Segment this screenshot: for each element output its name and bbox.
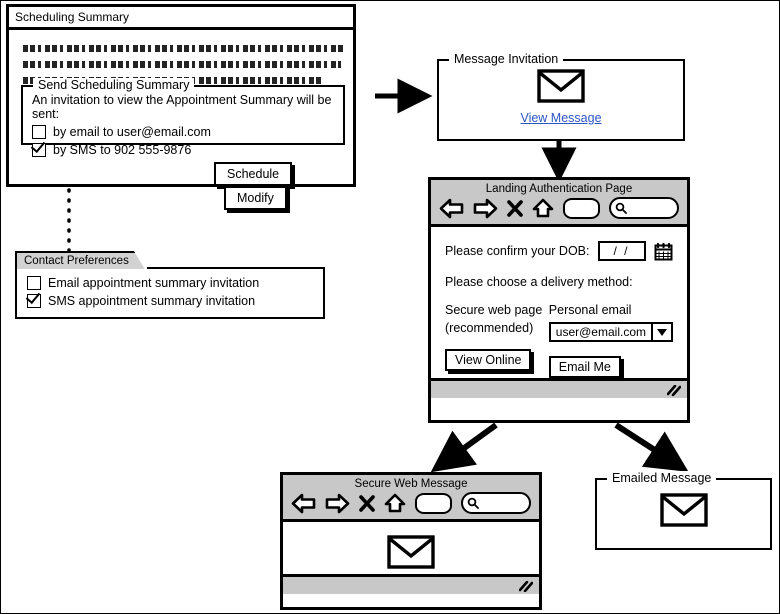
home-icon[interactable] (532, 198, 554, 219)
pref-sms-label: SMS appointment summary invitation (48, 294, 256, 308)
landing-page-content: Please confirm your DOB: / / Please choo… (431, 227, 687, 378)
email-me-button[interactable]: Email Me (548, 356, 621, 378)
schedule-button[interactable]: Schedule (214, 162, 293, 186)
contact-preferences-tab-label: Contact Preferences (24, 255, 129, 267)
secure-web-status-bar (283, 574, 539, 594)
secure-web-browser-chrome: Secure Web Message (283, 475, 539, 522)
calendar-icon[interactable] (654, 242, 673, 261)
checkbox-pref-sms[interactable] (27, 294, 41, 308)
back-arrow-icon[interactable] (291, 493, 316, 514)
scheduling-summary-body-text (9, 30, 353, 84)
search-box[interactable] (461, 492, 531, 514)
send-scheduling-summary-group: Send Scheduling Summary An invitation to… (21, 78, 345, 157)
envelope-icon (659, 493, 708, 527)
placeholder-text-line (23, 61, 341, 68)
secure-web-browser-toolbar (283, 490, 539, 519)
back-arrow-icon[interactable] (439, 198, 464, 219)
placeholder-text-line (23, 45, 343, 52)
search-icon (615, 202, 627, 214)
landing-status-bar (431, 378, 687, 398)
personal-email-label: Personal email (548, 303, 632, 317)
send-scheduling-summary-label: Send Scheduling Summary (33, 78, 195, 92)
stop-x-icon[interactable] (359, 494, 375, 513)
contact-preferences-body: Email appointment summary invitation SMS… (15, 267, 325, 319)
email-select-value: user@email.com (548, 322, 653, 342)
dob-label: Please confirm your DOB: (445, 244, 590, 258)
scheduling-summary-titlebar: Scheduling Summary (9, 7, 353, 30)
delivery-option-personal-email: Personal email user@email.com Email Me (548, 303, 673, 378)
envelope-icon (537, 69, 585, 103)
resize-grip-icon[interactable] (667, 385, 681, 396)
secure-web-line2: (recommended) (445, 321, 534, 335)
delivery-method-label: Please choose a delivery method: (445, 275, 633, 289)
scheduling-summary-window: Scheduling Summary Send Scheduling Summa… (6, 4, 356, 210)
pref-sms-row[interactable]: SMS appointment summary invitation (27, 294, 313, 308)
search-icon (467, 497, 479, 509)
pref-email-label: Email appointment summary invitation (48, 276, 260, 290)
home-icon[interactable] (384, 493, 406, 514)
contact-preferences-note: Contact Preferences Email appointment su… (15, 251, 325, 319)
landing-authentication-window: Landing Authentication Page (428, 177, 690, 423)
message-invitation-group: Message Invitation View Message (437, 52, 685, 141)
checkbox-sms[interactable] (32, 143, 46, 157)
delivery-options: Secure web page (recommended) View Onlin… (445, 303, 673, 378)
arrow-landing-to-emailed (614, 422, 689, 472)
envelope-icon (387, 535, 435, 569)
option-email-row[interactable]: by email to user@email.com (32, 125, 334, 139)
message-invitation-label: Message Invitation (449, 52, 564, 66)
secure-web-message-window: Secure Web Message (280, 472, 542, 610)
email-select[interactable]: user@email.com (548, 322, 673, 342)
pref-email-row[interactable]: Email appointment summary invitation (27, 276, 313, 290)
url-bar[interactable] (563, 197, 600, 219)
option-email-label: by email to user@email.com (53, 125, 211, 139)
emailed-message-label: Emailed Message (607, 471, 717, 485)
landing-page-title: Landing Authentication Page (485, 183, 633, 195)
landing-browser-chrome: Landing Authentication Page (431, 180, 687, 227)
view-online-button[interactable]: View Online (445, 349, 532, 371)
scheduling-summary-title: Scheduling Summary (15, 10, 130, 24)
emailed-message-group: Emailed Message (595, 471, 772, 550)
dob-input[interactable]: / / (597, 241, 646, 261)
forward-arrow-icon[interactable] (473, 198, 498, 219)
url-bar[interactable] (415, 492, 452, 514)
arrow-landing-to-secure-web (430, 422, 498, 473)
secure-web-message-title: Secure Web Message (354, 478, 468, 490)
view-message-link[interactable]: View Message (520, 111, 602, 125)
dob-row: Please confirm your DOB: / / (445, 241, 673, 261)
option-sms-row[interactable]: by SMS to 902 555-9876 (32, 143, 334, 157)
secure-web-message-content (283, 522, 539, 574)
option-sms-label: by SMS to 902 555-9876 (53, 143, 192, 157)
scheduling-summary-actions: Schedule Modify (214, 162, 353, 210)
chevron-down-icon[interactable] (653, 322, 673, 342)
search-box[interactable] (609, 197, 679, 219)
forward-arrow-icon[interactable] (325, 493, 350, 514)
stop-x-icon[interactable] (507, 199, 523, 218)
delivery-option-secure-web: Secure web page (recommended) View Onlin… (445, 303, 549, 378)
secure-web-line1: Secure web page (445, 303, 543, 317)
landing-browser-toolbar (431, 195, 687, 224)
resize-grip-icon[interactable] (519, 581, 533, 592)
send-summary-intro: An invitation to view the Appointment Su… (32, 93, 332, 121)
contact-preferences-tab[interactable]: Contact Preferences (15, 251, 147, 273)
modify-button[interactable]: Modify (224, 186, 287, 210)
